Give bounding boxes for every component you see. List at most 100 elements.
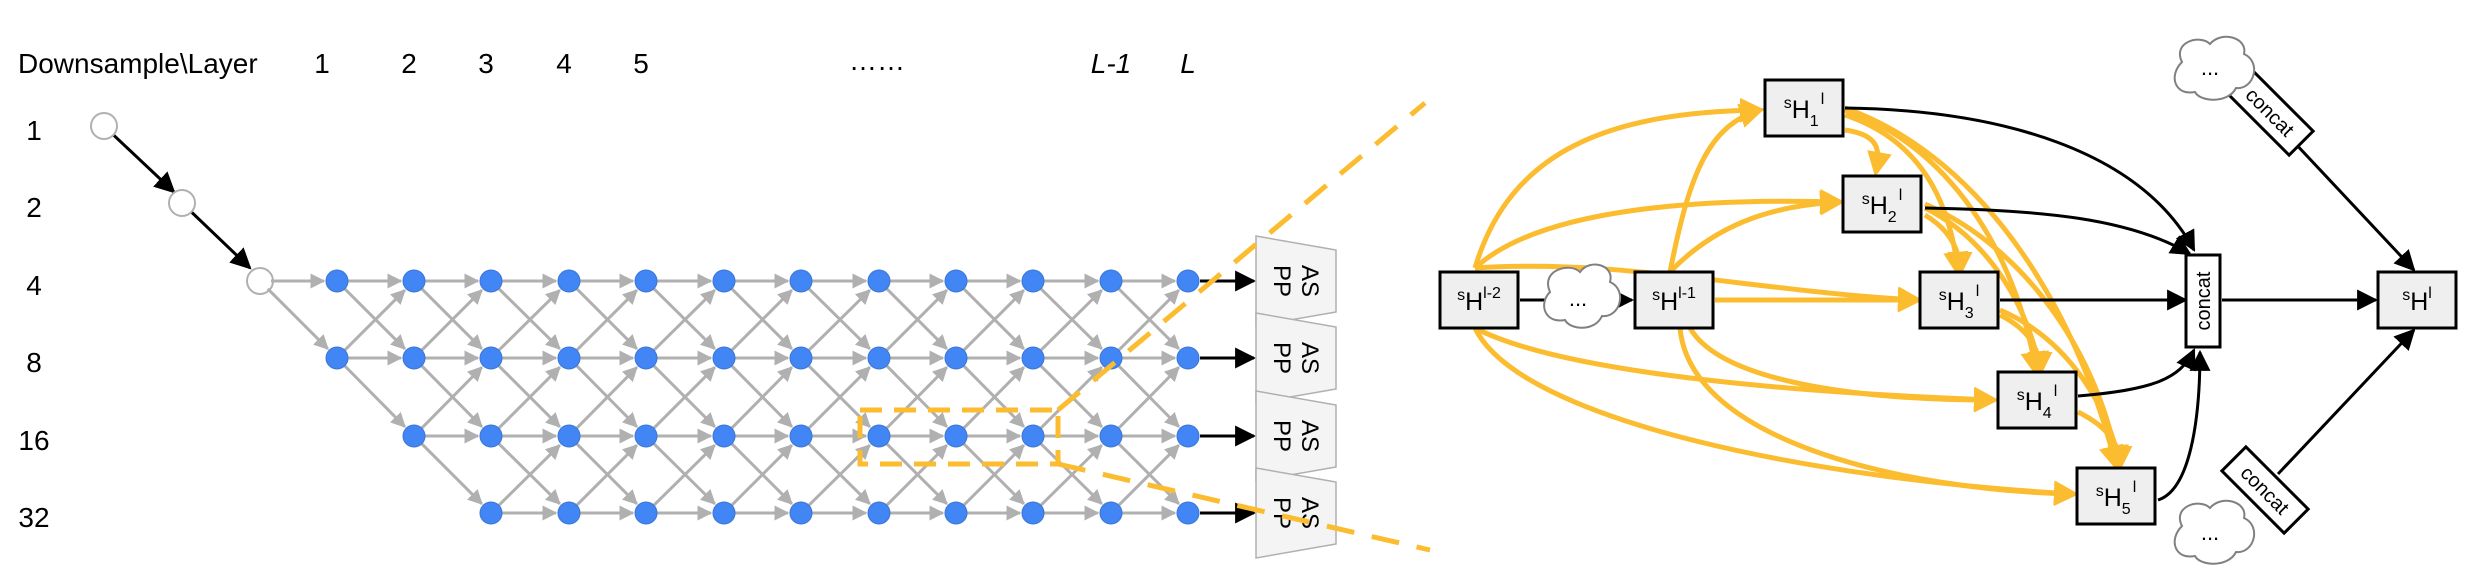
node-main-label: H	[2025, 388, 2043, 416]
edge-h5-concat	[2157, 349, 2211, 502]
edge-prev2-h5	[1472, 326, 2079, 506]
lattice-node	[634, 346, 658, 370]
lattice-node	[867, 269, 891, 293]
aspp-label-bottom: PP	[1268, 420, 1295, 452]
node-sup-prefix: s	[1652, 287, 1660, 304]
lattice-edge	[497, 289, 561, 352]
lattice-node	[789, 424, 813, 448]
lattice-node	[557, 424, 581, 448]
node-sup-prefix: s	[1862, 191, 1870, 208]
node-sup-prefix: s	[1457, 287, 1465, 304]
lattice-node	[712, 346, 736, 370]
layer-ellipsis: ……	[849, 45, 905, 76]
lattice-node	[1099, 501, 1123, 525]
lattice-edge	[420, 442, 483, 505]
edge-h4-h5	[2076, 409, 2133, 471]
node-main-label: H	[2104, 484, 2122, 512]
node-h3: sH3l	[1918, 270, 2000, 330]
node-h5: sH5l	[2075, 466, 2157, 526]
lattice-edge	[730, 289, 793, 352]
lattice-node	[1021, 501, 1045, 525]
node-sup-prefix: s	[1939, 287, 1947, 304]
svg-text:sH2l: sH2l	[1862, 187, 1903, 226]
node-subscript: 3	[1965, 305, 1974, 322]
downsample-label-2: 2	[26, 192, 42, 223]
lattice-node	[634, 501, 658, 525]
aspp-label-top: AS	[1296, 497, 1323, 529]
svg-text:sH3l: sH3l	[1939, 283, 1980, 322]
aspp-module-16: AS PP	[1255, 390, 1337, 482]
node-sup-prefix: s	[1784, 95, 1792, 112]
cell-search-space: sHl-2 ... sHl-1 sH1l sH2l sH3l sH4l sH	[1438, 35, 2458, 565]
node-superscript: l	[2054, 383, 2058, 400]
lattice-node	[1176, 346, 1200, 370]
lattice-node	[1099, 424, 1123, 448]
edge-h1-concat	[1844, 106, 2196, 252]
lattice-edge	[1117, 289, 1180, 352]
aspp-label-bottom: PP	[1268, 342, 1295, 374]
lattice-node	[712, 501, 736, 525]
lattice-edge	[1117, 366, 1180, 430]
node-h2: sH2l	[1841, 174, 1923, 234]
lattice-node	[944, 501, 968, 525]
lattice-edge	[962, 444, 1025, 507]
network-search-space: Downsample\Layer 1 2 3 4 5 …… L-1 L 1 2 …	[18, 45, 1431, 559]
node-main-label: H	[1792, 96, 1810, 124]
downsample-label-1: 1	[26, 115, 42, 146]
cloud-left: ...	[1543, 263, 1621, 329]
node-main-label: H	[1947, 288, 1965, 316]
svg-text:sH4l: sH4l	[2017, 383, 2058, 422]
lattice-node	[1176, 269, 1200, 293]
lattice-edge	[497, 366, 561, 430]
lattice-node	[479, 346, 503, 370]
lattice-edge	[266, 287, 329, 350]
zoom-line-top	[1056, 101, 1427, 412]
cloud-label: ...	[1569, 286, 1587, 311]
downsample-label-16: 16	[18, 425, 49, 456]
lattice-node	[557, 346, 581, 370]
edge-prev1-h2	[1668, 190, 1845, 274]
lattice-node	[402, 346, 426, 370]
node-main-label: H	[1870, 192, 1888, 220]
svg-text:sHl: sHl	[2402, 285, 2432, 316]
lattice-node	[479, 501, 503, 525]
node-superscript: l	[2133, 479, 2137, 496]
downsample-label-32: 32	[18, 502, 49, 533]
lattice-node	[1021, 346, 1045, 370]
edge-h4-concat	[2077, 348, 2196, 398]
lattice-edge	[343, 289, 406, 352]
lattice-edge	[575, 289, 638, 352]
aspp-label-bottom: PP	[1268, 497, 1295, 529]
edge-h1-h2	[1844, 127, 1892, 177]
node-superscript: l-2	[1483, 285, 1501, 302]
lattice-node	[1176, 501, 1200, 525]
node-subscript: 2	[1888, 209, 1897, 226]
zoom-line-bottom	[1057, 461, 1431, 553]
node-superscript: l	[2428, 285, 2432, 302]
edge-prev1-h1	[1667, 103, 1765, 273]
concat-main: concat	[2184, 253, 2222, 349]
layer-label-1: 1	[314, 48, 330, 79]
layer-label-L: L	[1180, 48, 1196, 79]
lattice-edge	[420, 289, 483, 352]
zoom-highlight-box	[857, 407, 1061, 467]
lattice-node	[557, 501, 581, 525]
svg-text:sH1l: sH1l	[1784, 91, 1825, 130]
node-subscript: 5	[2122, 501, 2131, 518]
downsample-label-4: 4	[26, 270, 42, 301]
cell-candidate-edges	[1472, 97, 2133, 507]
lattice-node	[867, 346, 891, 370]
node-superscript: l	[1976, 283, 1980, 300]
layer-label-2: 2	[401, 48, 417, 79]
edge-h1-h4	[1844, 107, 2046, 377]
edge-prev1-h5	[1677, 327, 2079, 507]
lattice-node	[867, 424, 891, 448]
lattice-edge	[885, 366, 948, 430]
lattice-edge	[343, 364, 406, 428]
lattice-edge	[1117, 444, 1180, 507]
lattice-node	[1021, 424, 1045, 448]
lattice-node	[789, 501, 813, 525]
cloud-label: ...	[2201, 520, 2219, 545]
lattice-edge	[885, 289, 948, 352]
lattice-edge	[420, 366, 483, 430]
